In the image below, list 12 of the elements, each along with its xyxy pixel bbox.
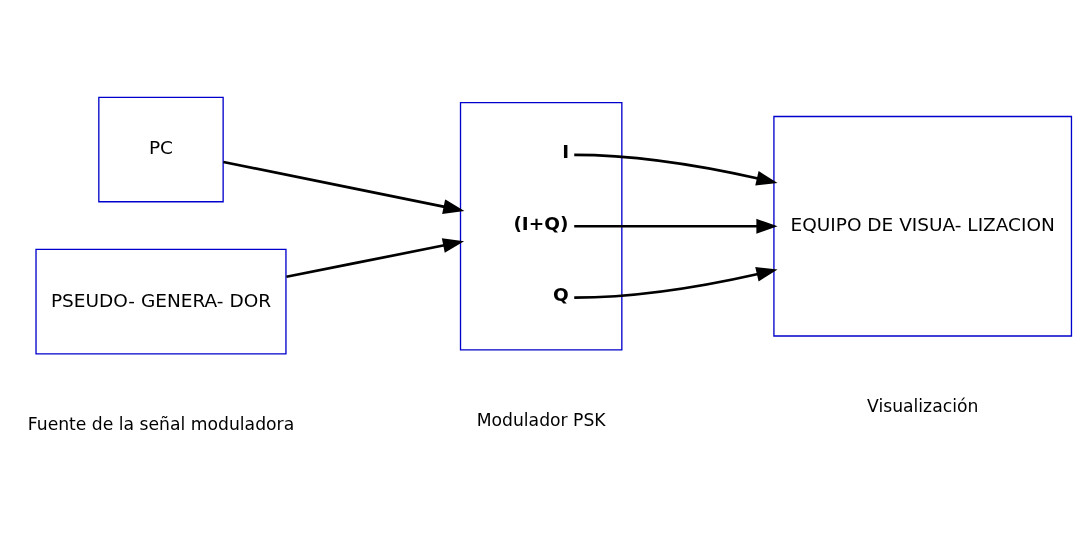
label: Modulador PSK [476, 409, 606, 430]
label: Fuente de la señal moduladora [27, 413, 295, 434]
label: Visualización [867, 395, 979, 416]
node-box: PSEUDO- GENERA- DOR [35, 248, 287, 354]
node-box: EQUIPO DE VISUA- LIZACION [773, 115, 1073, 337]
arrow [574, 266, 778, 299]
arrow [286, 237, 465, 278]
arrow [223, 160, 465, 214]
arrow [574, 218, 778, 234]
arrow [574, 153, 778, 185]
node-box: I (I+Q) Q [459, 101, 623, 351]
node-box: PC [98, 96, 224, 202]
